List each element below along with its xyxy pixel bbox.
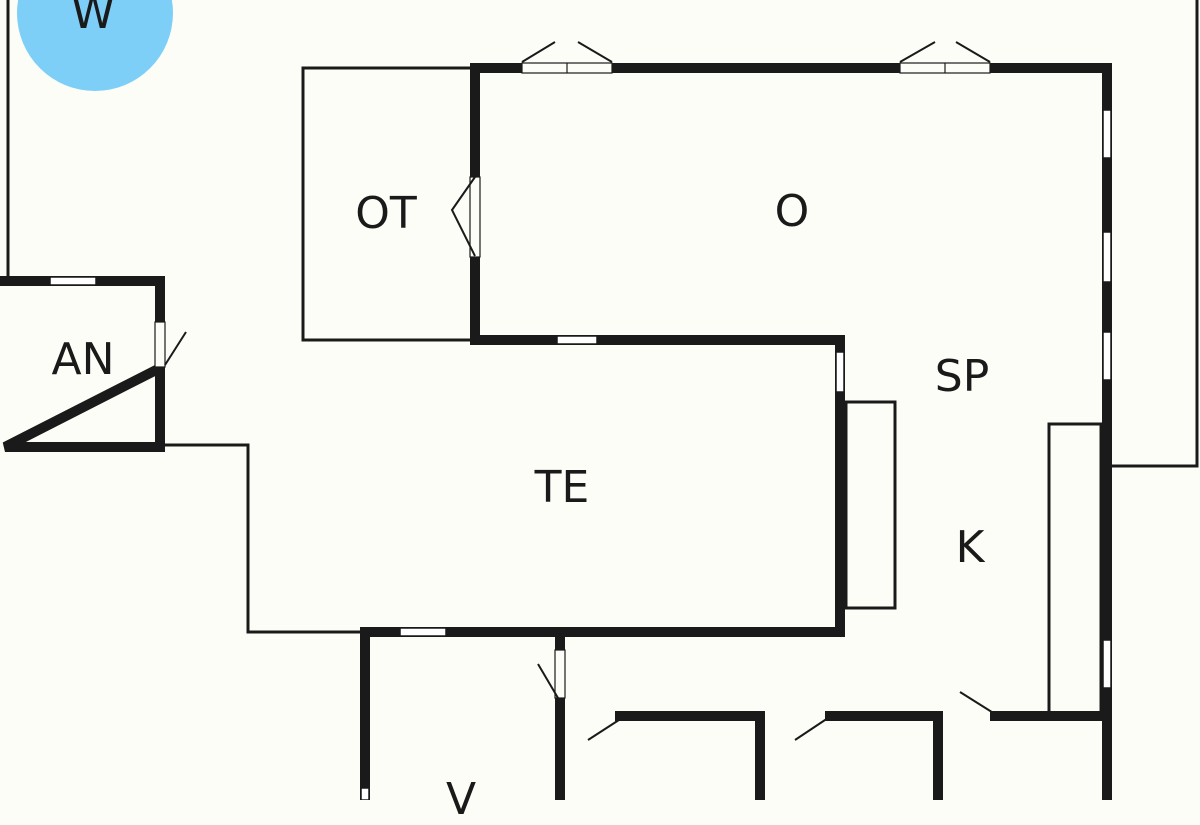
room-label-te: TE bbox=[534, 462, 590, 513]
door-swing-corridor bbox=[537, 663, 559, 699]
window-o-bottom bbox=[556, 335, 598, 345]
window-v-left bbox=[360, 787, 370, 800]
door-swing-an bbox=[164, 331, 187, 366]
kitchen-counter bbox=[1047, 422, 1103, 718]
compass-letter: W bbox=[71, 0, 115, 39]
window-te-bottom bbox=[399, 627, 447, 637]
door-swing-lower-2 bbox=[794, 717, 829, 741]
window-right-2 bbox=[1102, 231, 1112, 283]
room-label-sp: SP bbox=[934, 351, 990, 402]
compass-circle-icon bbox=[17, 0, 173, 91]
wall-top bbox=[360, 63, 845, 800]
window-te-right bbox=[835, 351, 845, 393]
room-label-v: V bbox=[445, 774, 477, 825]
floor-plan-drawing bbox=[0, 0, 1199, 800]
door-an-gap bbox=[154, 321, 166, 368]
wall-lower bbox=[615, 711, 1112, 800]
door-swing-ot bbox=[450, 176, 476, 257]
room-label-k: K bbox=[955, 522, 985, 573]
door-corridor-gap bbox=[554, 649, 566, 699]
door-swing-top-right bbox=[899, 41, 991, 63]
door-swing-lower-1 bbox=[587, 717, 623, 741]
window-right-3 bbox=[1102, 331, 1112, 381]
window-an-top bbox=[49, 276, 97, 286]
door-ot-gap bbox=[469, 176, 481, 258]
door-swing-top-left bbox=[521, 41, 613, 63]
window-right-4 bbox=[1102, 639, 1112, 689]
room-label-o: O bbox=[774, 186, 810, 237]
window-right-1 bbox=[1102, 109, 1112, 159]
wall-top-right bbox=[607, 63, 1112, 800]
room-label-an: AN bbox=[51, 334, 115, 385]
door-swing-lower-3 bbox=[959, 691, 996, 715]
kitchen-island bbox=[844, 400, 897, 610]
terrace-outline bbox=[6, 0, 362, 634]
right-deck-outline bbox=[1110, 0, 1199, 468]
room-label-ot: OT bbox=[355, 188, 417, 239]
